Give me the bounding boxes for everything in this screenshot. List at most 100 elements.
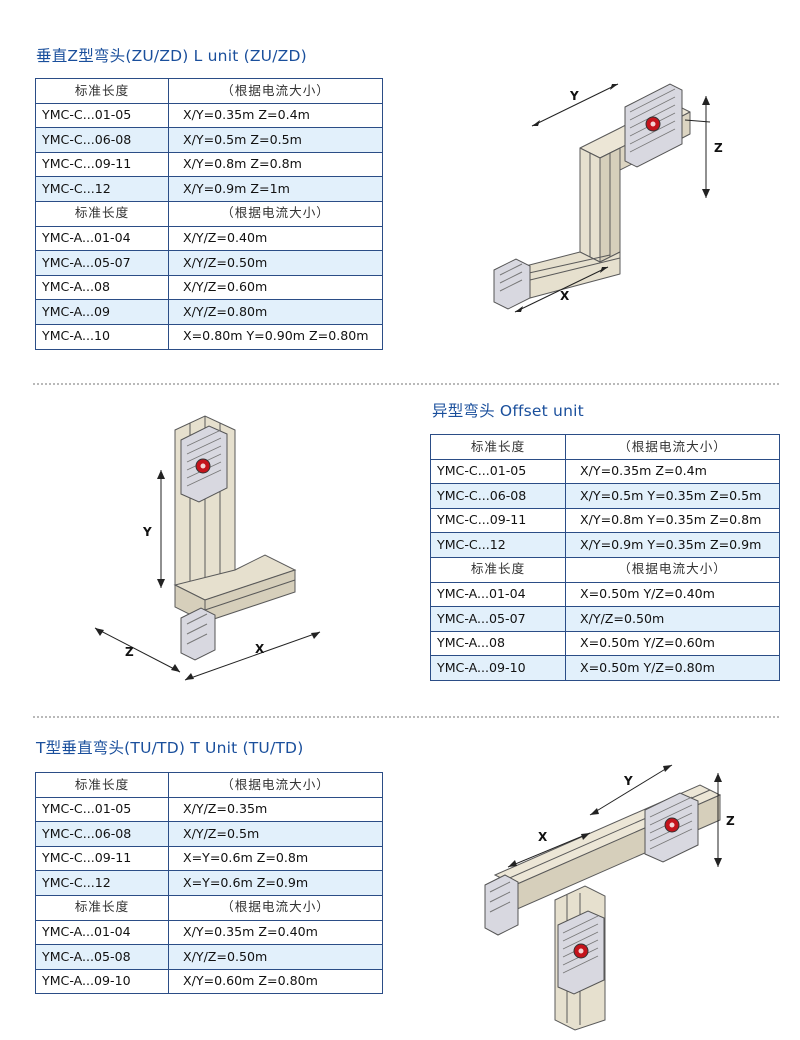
model-cell: YMC-A...01-04 <box>35 919 169 946</box>
t-unit-diagram: X Y Z <box>484 764 735 1031</box>
section-divider <box>33 383 779 385</box>
label-z: Z <box>726 814 735 828</box>
model-cell: 标准长度 <box>35 200 169 227</box>
label-z: Z <box>714 141 723 155</box>
joint-block-right <box>644 792 699 863</box>
dim-line-y <box>531 83 619 127</box>
model-cell: YMC-A...01-04 <box>430 581 566 608</box>
model-cell: YMC-C...06-08 <box>35 127 169 153</box>
table-header-row: 标准长度（根据电流大小） <box>35 772 383 798</box>
model-cell: 标准长度 <box>35 78 169 104</box>
model-cell: YMC-A...08 <box>430 630 566 657</box>
spec-value-cell: （根据电流大小） <box>168 772 383 798</box>
offset-unit-diagram: Y Z X <box>94 415 321 681</box>
section-divider <box>33 716 779 718</box>
dim-line-x <box>507 832 591 868</box>
spec-value-cell: X/Y/Z=0.50m <box>168 944 383 970</box>
spec-value-cell: X/Y=0.8m Y=0.35m Z=0.8m <box>565 507 780 534</box>
label-x: X <box>560 289 570 303</box>
spec-value-cell: X/Y=0.35m Z=0.40m <box>168 919 383 946</box>
model-cell: YMC-C...06-08 <box>35 821 169 847</box>
z-unit-diagram: Y Z X <box>493 83 723 313</box>
spec-value-cell: （根据电流大小） <box>168 78 383 104</box>
spec-value-cell: X=0.50m Y/Z=0.40m <box>565 581 780 608</box>
spec-value-cell: X/Y=0.8m Z=0.8m <box>168 151 383 178</box>
spec-value-cell: X/Y=0.5m Z=0.5m <box>168 127 383 153</box>
spec-value-cell: X/Y=0.9m Y=0.35m Z=0.9m <box>565 532 780 558</box>
spec-value-cell: X/Y=0.9m Z=1m <box>168 176 383 202</box>
dim-line-y <box>589 764 673 816</box>
dim-line-x <box>514 266 609 313</box>
section-title-zu: 垂直Z型弯头(ZU/ZD) L unit (ZU/ZD) <box>36 47 307 65</box>
spec-value-cell: X/Y=0.35m Z=0.4m <box>168 102 383 129</box>
label-y: Y <box>142 525 152 539</box>
model-cell: YMC-C...09-11 <box>430 507 566 534</box>
spec-value-cell: X/Y=0.60m Z=0.80m <box>168 968 383 995</box>
spec-value-cell: X/Y/Z=0.5m <box>168 821 383 847</box>
spec-value-cell: （根据电流大小） <box>565 556 780 583</box>
model-cell: 标准长度 <box>430 556 566 583</box>
spec-value-cell: X/Y=0.5m Y=0.35m Z=0.5m <box>565 483 780 509</box>
model-cell: YMC-A...09-10 <box>430 655 566 681</box>
joint-block-bottom <box>180 607 216 661</box>
spec-value-cell: （根据电流大小） <box>565 434 780 460</box>
spec-value-cell: X=Y=0.6m Z=0.9m <box>168 870 383 896</box>
label-x: X <box>538 830 548 844</box>
joint-block-top <box>624 83 683 168</box>
spec-value-cell: X/Y=0.35m Z=0.4m <box>565 458 780 485</box>
model-cell: 标准长度 <box>430 434 566 460</box>
spec-value-cell: X=0.50m Y/Z=0.60m <box>565 630 780 657</box>
model-cell: YMC-A...10 <box>35 323 169 350</box>
model-cell: YMC-A...05-07 <box>35 250 169 276</box>
spec-value-cell: X/Y/Z=0.50m <box>565 606 780 632</box>
spec-value-cell: X/Y/Z=0.50m <box>168 250 383 276</box>
joint-block-bottom <box>493 258 531 310</box>
joint-block-left <box>484 874 519 936</box>
model-cell: YMC-A...05-08 <box>35 944 169 970</box>
model-cell: YMC-C...09-11 <box>35 151 169 178</box>
model-cell: YMC-C...12 <box>35 870 169 896</box>
label-z: Z <box>125 645 134 659</box>
table-header-row: 标准长度（根据电流大小） <box>35 894 383 921</box>
section-title-tu: T型垂直弯头(TU/TD) T Unit (TU/TD) <box>36 739 304 757</box>
model-cell: YMC-C...01-05 <box>430 458 566 485</box>
model-cell: YMC-C...01-05 <box>35 102 169 129</box>
model-cell: YMC-C...12 <box>35 176 169 202</box>
dim-line-z <box>94 627 181 673</box>
model-cell: YMC-C...06-08 <box>430 483 566 509</box>
table-header-row: 标准长度（根据电流大小） <box>35 200 383 227</box>
model-cell: YMC-C...12 <box>430 532 566 558</box>
table-header-row: 标准长度（根据电流大小） <box>430 556 780 583</box>
label-x: X <box>255 642 265 656</box>
spec-value-cell: X=0.80m Y=0.90m Z=0.80m <box>168 323 383 350</box>
model-cell: YMC-C...09-11 <box>35 845 169 872</box>
table-header-row: 标准长度（根据电流大小） <box>35 78 383 104</box>
dim-line-x <box>184 631 321 681</box>
spec-value-cell: X/Y/Z=0.60m <box>168 274 383 301</box>
joint-block-top <box>180 425 228 503</box>
model-cell: YMC-A...01-04 <box>35 225 169 252</box>
section-title-offset: 异型弯头 Offset unit <box>432 402 584 420</box>
spec-value-cell: X=0.50m Y/Z=0.80m <box>565 655 780 681</box>
